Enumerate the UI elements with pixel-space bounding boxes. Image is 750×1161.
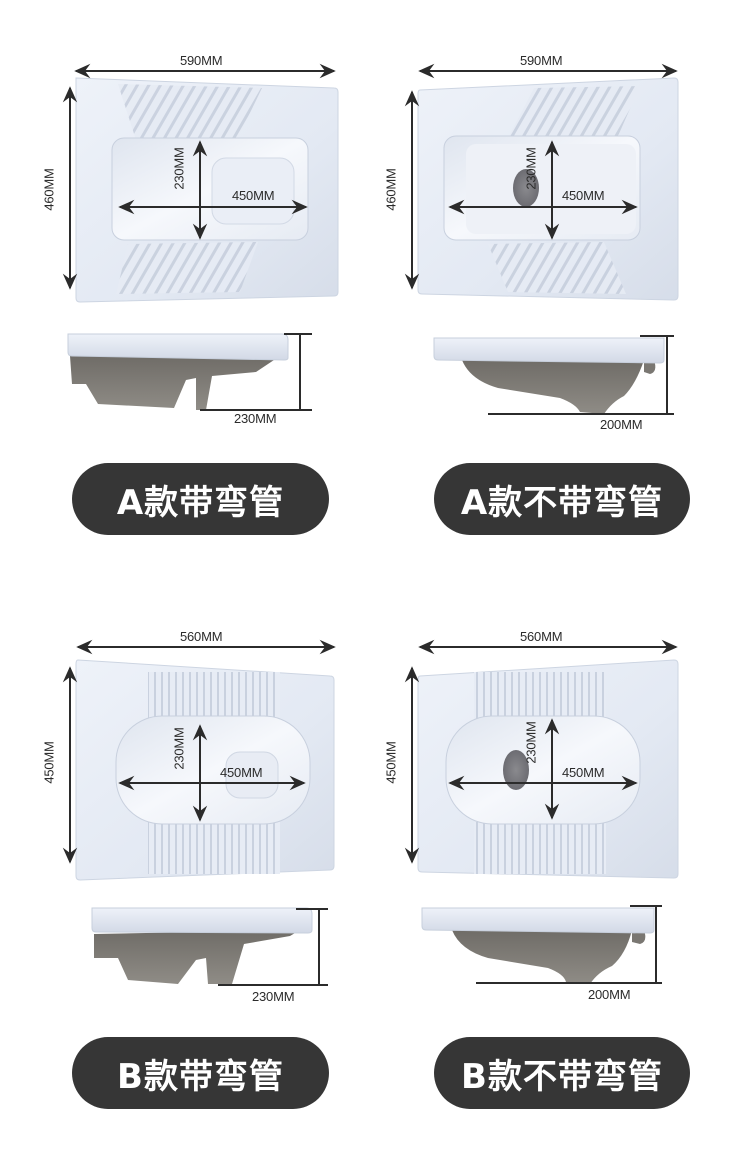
bowl-length-label: 450MM <box>562 188 605 203</box>
drain-hole <box>513 169 539 207</box>
width-label: 560MM <box>520 629 563 644</box>
height-label: 230MM <box>252 989 295 1004</box>
bowl-length-label: 450MM <box>232 188 275 203</box>
bowl-length-label: 450MM <box>562 765 605 780</box>
width-label: 590MM <box>520 53 563 68</box>
width-label: 590MM <box>180 53 223 68</box>
variant-label-pill: B款不带弯管 <box>434 1037 690 1109</box>
height-label: 200MM <box>600 417 643 432</box>
variant-label-pill: A款不带弯管 <box>434 463 690 535</box>
width-label: 560MM <box>180 629 223 644</box>
bowl-length-label: 450MM <box>220 765 263 780</box>
variant-label-pill: B款带弯管 <box>72 1037 329 1109</box>
height-label: 200MM <box>588 987 631 1002</box>
height-label: 230MM <box>234 411 277 426</box>
variant-label-pill: A款带弯管 <box>72 463 329 535</box>
